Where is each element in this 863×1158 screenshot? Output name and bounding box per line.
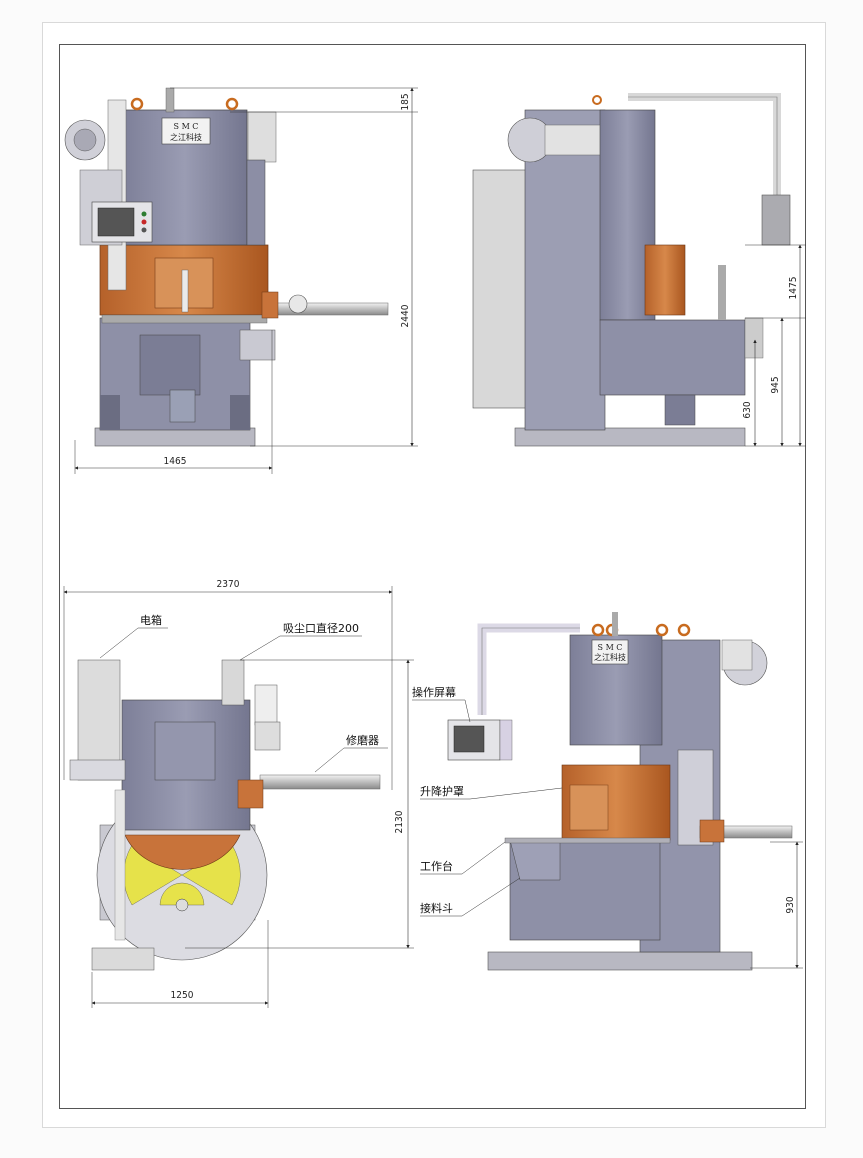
label-dresser: 修磨器 <box>346 733 379 747</box>
front-view: S M C 之江科技 1465 <box>64 87 418 474</box>
iso-logo-plate <box>591 639 629 665</box>
top-view: 电箱 吸尘口直径200 修磨器 2370 2130 1250 <box>63 579 414 1008</box>
front-height-dim: 2440 <box>400 304 411 327</box>
front-base <box>94 427 256 447</box>
lifting-ring-icon <box>225 97 239 111</box>
front-top-dim: 185 <box>400 93 411 110</box>
lifting-ring-icon <box>130 97 144 111</box>
lifting-ring-icon <box>655 623 669 637</box>
drawing-border <box>59 44 806 1109</box>
side-dim-630: 630 <box>742 401 753 418</box>
label-electric-box: 电箱 <box>140 613 162 627</box>
iso-worktable <box>504 837 671 844</box>
side-dim-1475: 1475 <box>788 277 799 300</box>
side-screen <box>761 194 791 246</box>
top-bottom-dim: 1250 <box>171 990 194 1001</box>
lifting-ring-icon <box>592 95 602 105</box>
front-logo-plate <box>161 117 211 145</box>
side-dim-945: 945 <box>770 376 781 393</box>
label-dust-inlet: 吸尘口直径200 <box>283 621 359 635</box>
lifting-ring-icon <box>677 623 691 637</box>
iso-logo-subtitle: 之江科技 <box>594 652 626 662</box>
top-height-dim: 2130 <box>394 810 405 833</box>
front-width-dim: 1465 <box>164 456 187 467</box>
label-table: 工作台 <box>420 859 453 873</box>
front-logo-letters: S M C <box>174 122 199 131</box>
side-view: 1475 945 630 <box>472 93 806 447</box>
iso-view: S M C 之江科技 操作屏幕 升降护罩 <box>412 612 803 971</box>
iso-height-dim: 930 <box>785 896 796 913</box>
label-guard: 升降护罩 <box>420 784 464 798</box>
lifting-ring-icon <box>591 623 605 637</box>
label-hopper: 接料斗 <box>420 901 453 915</box>
label-screen: 操作屏幕 <box>412 685 456 699</box>
top-width-dim: 2370 <box>217 579 240 590</box>
side-guard <box>644 244 686 316</box>
iso-logo-letters: S M C <box>598 643 623 652</box>
front-logo-subtitle: 之江科技 <box>170 132 202 142</box>
